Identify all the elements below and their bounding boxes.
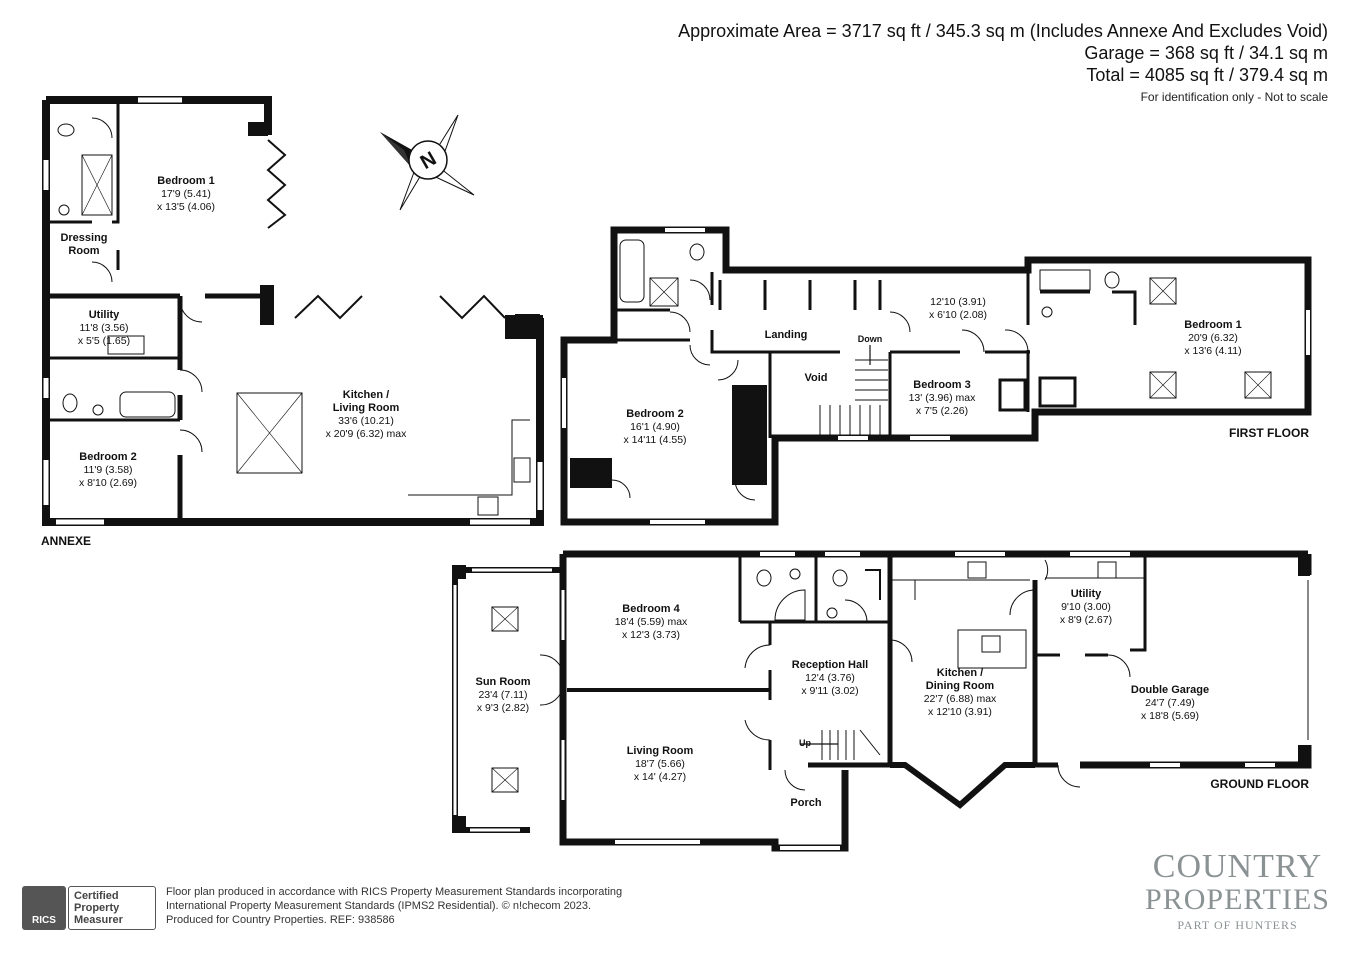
ff-bedroom3-dim2: x 7'5 (2.26) bbox=[916, 405, 968, 417]
gf-reception-dim1: 12'4 (3.76) bbox=[805, 672, 855, 684]
gf-reception-dim2: x 9'11 (3.02) bbox=[801, 685, 858, 697]
rics-line3: Measurer bbox=[74, 914, 123, 926]
annexe-utility-dim1: 11'8 (3.56) bbox=[79, 322, 128, 334]
gf-utility-dim1: 9'10 (3.00) bbox=[1061, 601, 1111, 613]
ff-bedroom2-dim1: 16'1 (4.90) bbox=[630, 421, 680, 433]
gf-bedroom4-dim1: 18'4 (5.59) max bbox=[615, 616, 688, 628]
first-floor-plan bbox=[560, 226, 1312, 526]
ff-bedroom3-name: Bedroom 3 bbox=[913, 379, 970, 391]
gf-bedroom4-dim2: x 12'3 (3.73) bbox=[622, 629, 680, 641]
gf-sunroom-name: Sun Room bbox=[476, 676, 531, 688]
annexe-bedroom1-name: Bedroom 1 bbox=[157, 175, 214, 187]
ff-bedroom1-name: Bedroom 1 bbox=[1184, 319, 1241, 331]
garage-area: Garage = 368 sq ft / 34.1 sq m bbox=[1084, 43, 1328, 63]
ff-landing-name: Landing bbox=[765, 329, 808, 341]
footer-notes: Floor plan produced in accordance with R… bbox=[166, 885, 622, 927]
gf-kitchen-name: Kitchen / bbox=[937, 667, 983, 679]
annexe-kitchen-dim2: x 20'9 (6.32) max bbox=[326, 428, 408, 440]
rics-logo: RICS bbox=[22, 886, 66, 930]
gf-living-dim1: 18'7 (5.66) bbox=[635, 758, 685, 770]
total-area: Total = 4085 sq ft / 379.4 sq m bbox=[1086, 65, 1328, 85]
ff-bedroom3-dim1: 13' (3.96) max bbox=[909, 392, 977, 404]
annexe-bedroom1-dim2: x 13'5 (4.06) bbox=[157, 201, 215, 213]
annexe-bedroom2-dim1: 11'9 (3.58) bbox=[83, 464, 132, 476]
rics-certification: RICS Certified Property Measurer bbox=[22, 886, 156, 930]
gf-kitchen-dim2: x 12'10 (3.91) bbox=[928, 706, 992, 718]
disclaimer: For identification only - Not to scale bbox=[1140, 90, 1328, 104]
approximate-area: Approximate Area = 3717 sq ft / 345.3 sq… bbox=[678, 21, 1328, 41]
ff-stairs-down-label: Down bbox=[858, 334, 883, 344]
ground-floor-label: GROUND FLOOR bbox=[1210, 777, 1309, 791]
rics-line1: Certified bbox=[74, 890, 119, 902]
gf-stairs-up-label: Up bbox=[799, 738, 811, 748]
annexe-bedroom2-dim2: x 8'10 (2.69) bbox=[79, 477, 137, 489]
gf-kitchen-name2: Dining Room bbox=[926, 680, 995, 692]
area-summary: Approximate Area = 3717 sq ft / 345.3 sq… bbox=[678, 20, 1328, 104]
gf-porch-name: Porch bbox=[790, 797, 821, 809]
annexe-bedroom2-name: Bedroom 2 bbox=[79, 451, 136, 463]
room-labels: Bedroom 1 17'9 (5.41) x 13'5 (4.06) Dres… bbox=[41, 175, 1309, 809]
gf-sunroom-dim2: x 9'3 (2.82) bbox=[477, 702, 529, 714]
gf-garage-name: Double Garage bbox=[1131, 684, 1209, 696]
gf-sunroom-dim1: 23'4 (7.11) bbox=[478, 689, 527, 701]
first-floor-label: FIRST FLOOR bbox=[1229, 426, 1309, 440]
annexe-dressing-name2: Room bbox=[68, 245, 99, 257]
ff-bedroom1-dim1: 20'9 (6.32) bbox=[1188, 332, 1238, 344]
annexe-kitchen-name: Kitchen / bbox=[343, 389, 389, 401]
ground-floor-plan bbox=[452, 550, 1312, 852]
rics-badge: Certified Property Measurer bbox=[68, 886, 156, 930]
annexe-dressing-name: Dressing bbox=[60, 232, 107, 244]
gf-utility-name: Utility bbox=[1071, 588, 1102, 600]
ff-bedroom1-dim2: x 13'6 (4.11) bbox=[1184, 345, 1241, 357]
brand-line2: PROPERTIES bbox=[1145, 883, 1330, 916]
footer-line3: Produced for Country Properties. REF: 93… bbox=[166, 914, 395, 926]
footer-line2: International Property Measurement Stand… bbox=[166, 900, 592, 912]
ff-void-name: Void bbox=[804, 372, 827, 384]
annexe-utility-name: Utility bbox=[89, 309, 120, 321]
gf-utility-dim2: x 8'9 (2.67) bbox=[1060, 614, 1112, 626]
ff-room-dim1: 12'10 (3.91) bbox=[930, 296, 986, 308]
ff-bedroom2-dim2: x 14'11 (4.55) bbox=[623, 434, 686, 446]
brand-line3: PART OF HUNTERS bbox=[1177, 918, 1298, 932]
brand-logo: COUNTRY PROPERTIES PART OF HUNTERS bbox=[1140, 850, 1335, 933]
annexe-kitchen-name2: Living Room bbox=[333, 402, 400, 414]
annexe-floor-label: ANNEXE bbox=[41, 534, 91, 548]
annexe-utility-dim2: x 5'5 (1.65) bbox=[78, 335, 130, 347]
rics-line2: Property bbox=[74, 902, 120, 914]
gf-bedroom4-name: Bedroom 4 bbox=[622, 603, 680, 615]
ff-room-dim2: x 6'10 (2.08) bbox=[929, 309, 987, 321]
gf-garage-dim1: 24'7 (7.49) bbox=[1145, 697, 1195, 709]
gf-kitchen-dim1: 22'7 (6.88) max bbox=[924, 693, 997, 705]
gf-living-name: Living Room bbox=[627, 745, 694, 757]
annexe-plan bbox=[42, 96, 544, 526]
ff-bedroom2-name: Bedroom 2 bbox=[626, 408, 683, 420]
annexe-bedroom1-dim1: 17'9 (5.41) bbox=[161, 188, 211, 200]
gf-living-dim2: x 14' (4.27) bbox=[634, 771, 686, 783]
gf-garage-dim2: x 18'8 (5.69) bbox=[1141, 710, 1199, 722]
compass-rose: N bbox=[380, 114, 475, 211]
brand-line1: COUNTRY bbox=[1152, 848, 1323, 885]
annexe-kitchen-dim1: 33'6 (10.21) bbox=[338, 415, 394, 427]
gf-reception-name: Reception Hall bbox=[792, 659, 868, 671]
footer-line1: Floor plan produced in accordance with R… bbox=[166, 886, 623, 898]
